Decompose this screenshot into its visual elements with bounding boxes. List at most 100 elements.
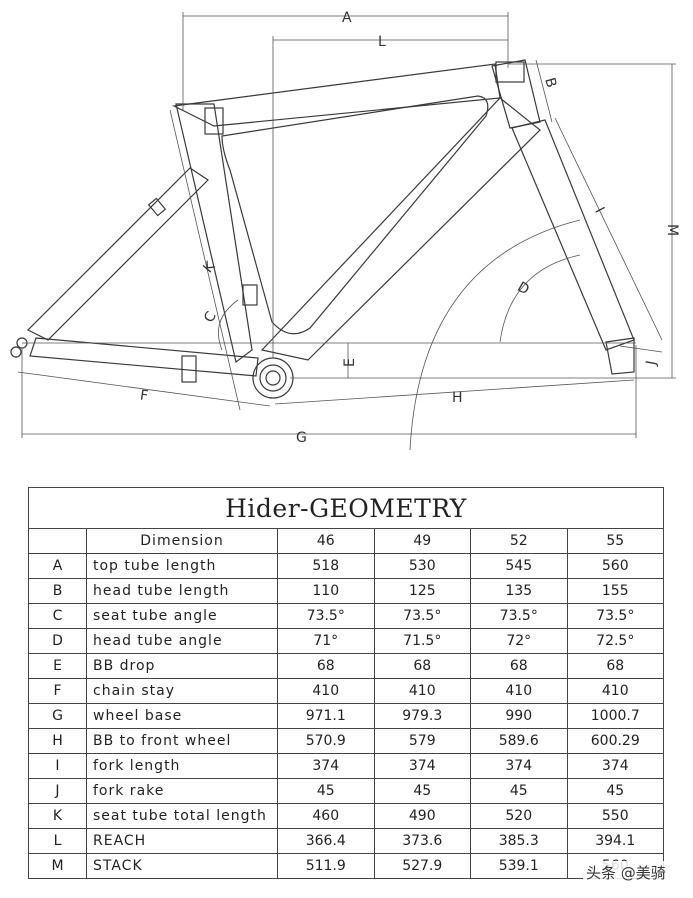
- stay-bridge: [181, 355, 197, 383]
- row-value: 374: [566, 753, 664, 779]
- row-value: 579: [373, 728, 471, 754]
- dim-label-l: L: [378, 34, 386, 50]
- header-size: 49: [373, 528, 471, 554]
- chain-stay: [29, 337, 259, 377]
- row-value: 550: [566, 803, 664, 829]
- row-value: 410: [277, 678, 375, 704]
- fork-dropout: [605, 337, 635, 375]
- dim-line-f: [17, 371, 271, 407]
- row-code: M: [28, 853, 87, 879]
- row-value: 73.5°: [470, 603, 568, 629]
- row-value: 511.9: [277, 853, 375, 879]
- row-value: 385.3: [470, 828, 568, 854]
- row-value: 410: [373, 678, 471, 704]
- row-value: 527.9: [373, 853, 471, 879]
- row-code: C: [28, 603, 87, 629]
- row-code: D: [28, 628, 87, 654]
- row-value: 68: [566, 653, 664, 679]
- row-code: J: [28, 778, 87, 804]
- row-value: 374: [277, 753, 375, 779]
- watermark: 头条 @美骑: [583, 861, 669, 884]
- row-value: 374: [470, 753, 568, 779]
- dim-label-i: I: [591, 205, 607, 216]
- dim-line-j: [619, 345, 663, 353]
- angle-arc-c: [218, 299, 239, 351]
- row-value: 410: [566, 678, 664, 704]
- header-dimension: Dimension: [86, 528, 278, 554]
- row-dimension-name: fork rake: [86, 778, 278, 804]
- frame-geometry-diagram: A L B M I D K C E J F H G: [10, 10, 680, 451]
- row-dimension-name: STACK: [86, 853, 278, 879]
- row-value: 73.5°: [277, 603, 375, 629]
- seat-clamp: [204, 107, 224, 135]
- table-header-row: Dimension 46 49 52 55: [28, 528, 664, 554]
- cable-port: [147, 197, 167, 217]
- main-triangle-window: [221, 95, 489, 335]
- bottle-mount-1: [242, 284, 258, 306]
- row-value: 394.1: [566, 828, 664, 854]
- row-value: 589.6: [470, 728, 568, 754]
- seat-tube: [175, 103, 253, 364]
- row-dimension-name: fork length: [86, 753, 278, 779]
- row-value: 979.3: [373, 703, 471, 729]
- row-value: 374: [373, 753, 471, 779]
- row-dimension-name: REACH: [86, 828, 278, 854]
- row-value: 72.5°: [566, 628, 664, 654]
- angle-arc-d: [499, 254, 581, 343]
- row-value: 990: [470, 703, 568, 729]
- down-tube: [260, 97, 541, 361]
- dim-label-k: K: [200, 258, 219, 276]
- row-value: 68: [373, 653, 471, 679]
- row-code: H: [28, 728, 87, 754]
- row-value: 71°: [277, 628, 375, 654]
- row-value: 155: [566, 578, 664, 604]
- row-value: 570.9: [277, 728, 375, 754]
- row-code: E: [28, 653, 87, 679]
- dim-label-e: E: [342, 358, 358, 367]
- row-value: 1000.7: [566, 703, 664, 729]
- header-blank: [28, 528, 87, 554]
- row-value: 71.5°: [373, 628, 471, 654]
- dim-line-h: [274, 379, 635, 405]
- row-value: 490: [373, 803, 471, 829]
- row-value: 410: [470, 678, 568, 704]
- dim-label-m: M: [664, 224, 680, 236]
- row-code: I: [28, 753, 87, 779]
- row-code: F: [28, 678, 87, 704]
- row-code: L: [28, 828, 87, 854]
- row-dimension-name: seat tube angle: [86, 603, 278, 629]
- row-value: 600.29: [566, 728, 664, 754]
- angle-arc-front: [409, 219, 581, 451]
- dim-label-j: J: [643, 359, 660, 367]
- seat-stay: [26, 167, 209, 341]
- dim-line-b: [535, 59, 553, 123]
- table-title: Hider-GEOMETRY: [28, 487, 664, 529]
- dim-line-k: [169, 109, 241, 411]
- row-value: 560: [566, 553, 664, 579]
- row-value: 135: [470, 578, 568, 604]
- row-dimension-name: chain stay: [86, 678, 278, 704]
- dim-line-i: [554, 117, 663, 341]
- row-value: 971.1: [277, 703, 375, 729]
- row-dimension-name: BB to front wheel: [86, 728, 278, 754]
- row-value: 45: [566, 778, 664, 804]
- dim-label-d: D: [515, 279, 532, 298]
- row-value: 530: [373, 553, 471, 579]
- row-code: G: [28, 703, 87, 729]
- row-value: 373.6: [373, 828, 471, 854]
- derailleur-hanger: [10, 346, 22, 358]
- row-dimension-name: seat tube total length: [86, 803, 278, 829]
- row-value: 110: [277, 578, 375, 604]
- bottom-bracket-outer: [252, 357, 294, 399]
